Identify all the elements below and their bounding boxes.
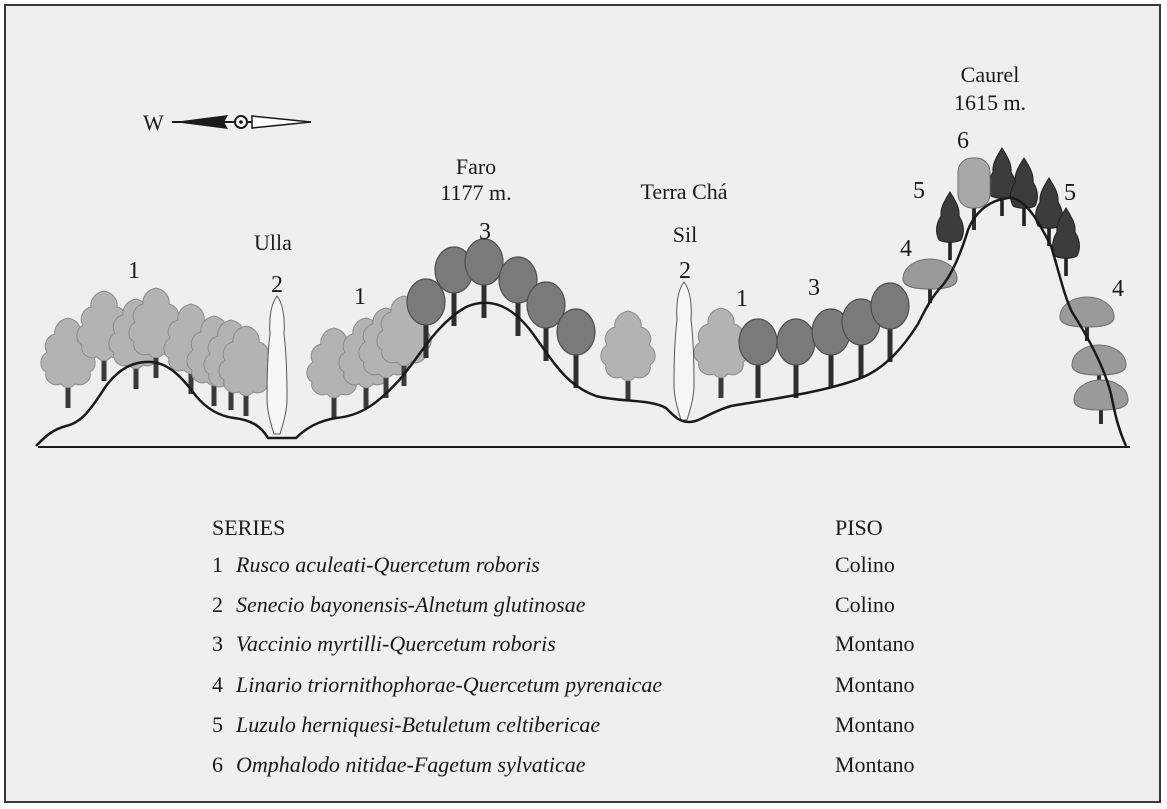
legend-row-number: 1 [212, 553, 236, 577]
legend-row-number: 5 [212, 713, 236, 737]
legend-row-number: 4 [212, 673, 236, 697]
figure-frame: W [4, 4, 1161, 803]
legend-row-number: 2 [212, 593, 236, 617]
legend-row-piso: Montano [835, 673, 914, 697]
legend-row-name: Vaccinio myrtilli-Quercetum roboris [236, 631, 556, 656]
legend-row-piso: Colino [835, 593, 895, 617]
legend-series-heading: SERIES [212, 516, 285, 540]
legend-row-piso: Montano [835, 753, 914, 777]
legend-row-name: Linario triornithophorae-Quercetum pyren… [236, 672, 662, 697]
legend-row-name: Omphalodo nitidae-Fagetum sylvaticae [236, 752, 585, 777]
legend-row-piso: Montano [835, 632, 914, 656]
legend-row-piso: Montano [835, 713, 914, 737]
legend-row-number: 6 [212, 753, 236, 777]
legend-row-piso: Colino [835, 553, 895, 577]
legend-piso-heading: PISO [835, 516, 883, 540]
legend-row-name: Rusco aculeati-Quercetum roboris [236, 552, 540, 577]
legend-row-name: Senecio bayonensis-Alnetum glutinosae [236, 592, 585, 617]
legend-row-name: Luzulo herniquesi-Betuletum celtibericae [236, 712, 600, 737]
legend-row-number: 3 [212, 632, 236, 656]
